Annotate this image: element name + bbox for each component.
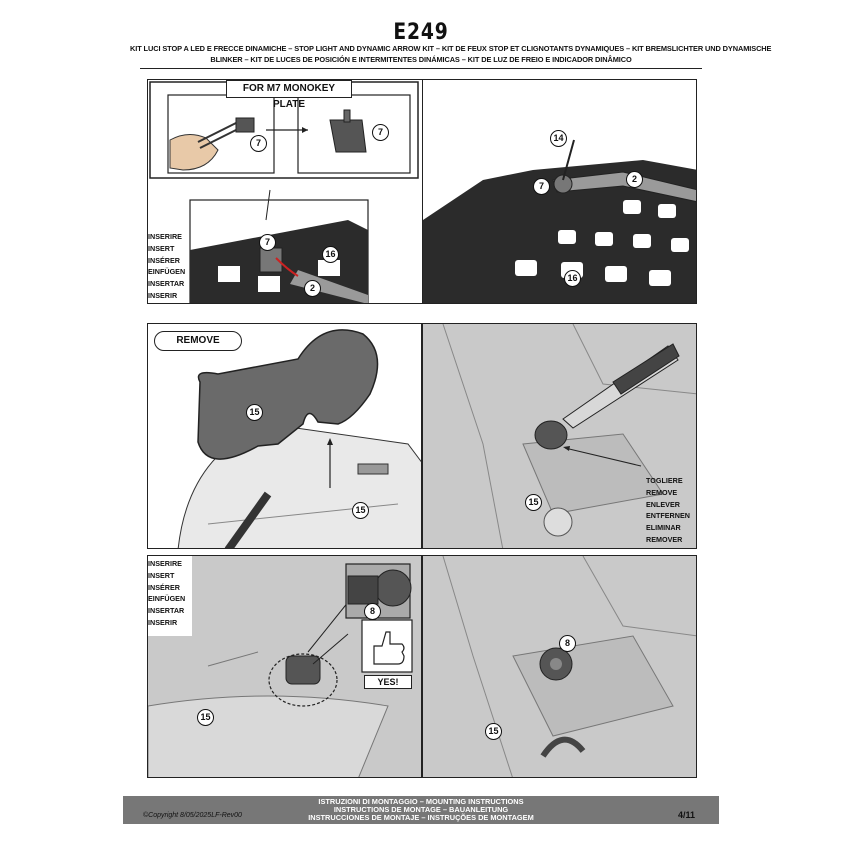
callout-8: 8 — [364, 603, 381, 620]
callout-7: 7 — [372, 124, 389, 141]
insert-word: INSERT — [148, 243, 175, 253]
insert-word: INSERIR — [148, 290, 178, 300]
insert-word: INSERIR — [148, 617, 178, 627]
insert-word: INSERTAR — [148, 279, 185, 289]
footer-bar: ISTRUZIONI DI MONTAGGIO – MOUNTING INSTR… — [123, 796, 719, 824]
insert-word: INSÉRER — [148, 582, 180, 592]
page-number: 4/11 — [678, 810, 696, 820]
callout-15: 15 — [246, 404, 263, 421]
footer-line: INSTRUCCIONES DE MONTAJE – INSTRUÇÕES DE… — [308, 813, 534, 822]
insert-word: INSERIRE — [148, 232, 182, 241]
step5-illustration — [148, 556, 413, 777]
step3-illustration — [177, 329, 421, 548]
remove-word: ELIMINAR — [646, 523, 681, 533]
document-subtitle-line2: BLINKER – KIT DE LUCES DE POSICIÓN E INT… — [210, 55, 632, 64]
callout-7: 7 — [250, 135, 267, 152]
header-rule — [140, 68, 702, 69]
callout-16: 16 — [564, 270, 581, 287]
callout-15: 15 — [485, 723, 502, 740]
insert-word: INSERT — [148, 570, 175, 580]
document-code: E249 — [393, 20, 449, 45]
callout-2: 2 — [304, 280, 321, 297]
plate-label: FOR M7 MONOKEY PLATE — [226, 80, 352, 110]
step1-illustration — [149, 81, 419, 303]
insert-words-list: INSERIRE INSERT INSÉRER EINFÜGEN INSERTA… — [148, 558, 185, 629]
step5-panel: INSERIRE INSERT INSÉRER EINFÜGEN INSERTA… — [147, 555, 422, 778]
step6-panel: 8 15 — [422, 555, 697, 778]
step2-illustration — [423, 139, 696, 303]
remove-word: REMOVE — [646, 487, 678, 497]
insert-word: EINFÜGEN — [148, 267, 186, 277]
remove-word: ENTFERNEN — [646, 511, 690, 521]
callout-16: 16 — [322, 246, 339, 263]
yes-label: YES! — [364, 675, 412, 689]
callout-15: 15 — [352, 502, 369, 519]
insert-word: EINFÜGEN — [148, 594, 186, 604]
step4-panel: TOGLIERE REMOVE ENLEVER ENTFERNEN ELIMIN… — [422, 323, 697, 549]
step3-panel: REMOVE 15 15 — [147, 323, 422, 549]
callout-2: 2 — [626, 171, 643, 188]
remove-word: ENLEVER — [646, 499, 680, 509]
footer-line: INSTRUCTIONS DE MONTAGE – BAUANLEITUNG — [333, 805, 509, 814]
remove-words-list: TOGLIERE REMOVE ENLEVER ENTFERNEN ELIMIN… — [646, 475, 690, 546]
document-subtitle-line1: KIT LUCI STOP A LED E FRECCE DINAMICHE –… — [130, 44, 772, 53]
insert-words-list: INSERIRE INSERT INSÉRER EINFÜGEN INSERTA… — [148, 231, 185, 302]
remove-word: REMOVER — [646, 534, 683, 544]
insert-word: INSERIRE — [148, 559, 182, 568]
footer-line: ISTRUZIONI DI MONTAGGIO – MOUNTING INSTR… — [318, 797, 524, 806]
callout-7: 7 — [533, 178, 550, 195]
remove-word: TOGLIERE — [646, 476, 683, 485]
step4-illustration — [442, 324, 696, 548]
callout-7: 7 — [259, 234, 276, 251]
footer-titles: ISTRUZIONI DI MONTAGGIO – MOUNTING INSTR… — [123, 798, 719, 822]
remove-label: REMOVE — [154, 331, 242, 351]
step1-panel: FOR M7 MONOKEY PLATE INSERIRE INSERT INS… — [147, 79, 423, 304]
callout-14: 14 — [550, 130, 567, 147]
callout-15: 15 — [197, 709, 214, 726]
copyright-text: ©Copyright 8/05/2025LF-Rev00 — [143, 812, 242, 819]
step6-illustration — [442, 556, 696, 777]
callout-8: 8 — [559, 635, 576, 652]
step2-panel: 14 7 2 16 — [422, 79, 697, 304]
insert-word: INSERTAR — [148, 606, 185, 616]
callout-15: 15 — [525, 494, 542, 511]
insert-word: INSÉRER — [148, 255, 180, 265]
